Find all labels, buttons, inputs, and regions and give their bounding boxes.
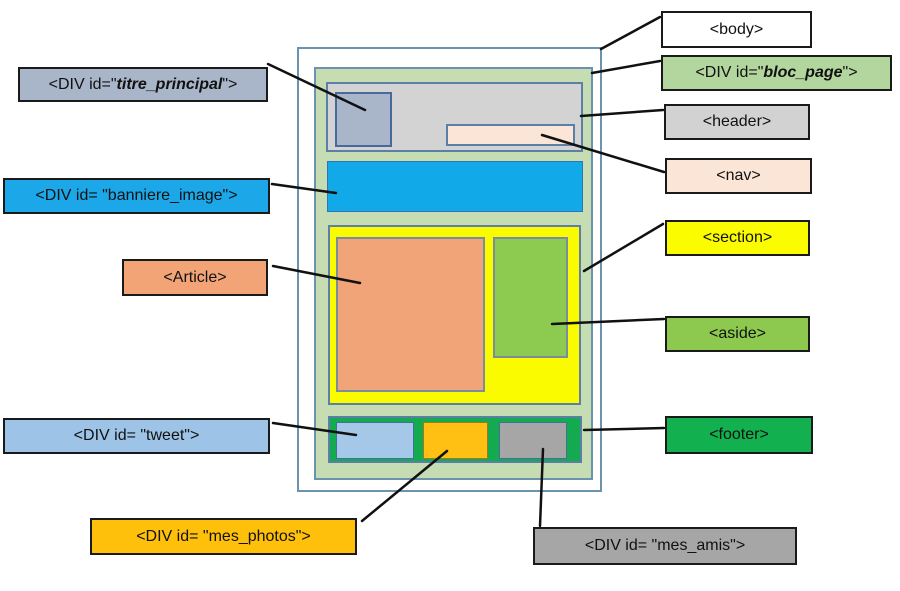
label-aside: <aside> xyxy=(665,316,810,352)
label-titre-principal: <DIV id="titre_principal"> xyxy=(18,67,268,102)
label-body: <body> xyxy=(661,11,812,48)
label-text-emphasis: titre_principal xyxy=(116,75,223,93)
label-text: <DIV id=" xyxy=(695,64,764,81)
label-text-emphasis: bloc_page xyxy=(763,64,843,81)
label-footer: <footer> xyxy=(665,416,813,454)
wireframe-aside-region xyxy=(493,237,568,358)
label-section: <section> xyxy=(665,220,810,256)
label-text: <Article> xyxy=(163,268,227,286)
label-text: <section> xyxy=(702,229,773,246)
label-article: <Article> xyxy=(122,259,268,296)
label-mes-amis: <DIV id= "mes_amis"> xyxy=(533,527,797,565)
wireframe-titre-principal-region xyxy=(335,92,392,147)
wireframe-mes-photos-region xyxy=(423,422,488,459)
wireframe-banniere-image-region xyxy=(327,161,583,212)
leader-line-bloc-page xyxy=(590,59,662,75)
wireframe-article-region xyxy=(336,237,485,392)
label-text: <DIV id=" xyxy=(48,75,117,93)
wireframe-mes-amis-region xyxy=(499,422,567,459)
label-text: <header> xyxy=(702,113,772,130)
label-text: <DIV id= "banniere_image"> xyxy=(35,187,238,204)
label-banniere-image: <DIV id= "banniere_image"> xyxy=(3,178,270,214)
wireframe-nav-region xyxy=(446,124,575,146)
label-text: <footer> xyxy=(709,426,769,443)
label-nav: <nav> xyxy=(665,158,812,194)
label-text: "> xyxy=(842,64,858,81)
label-tweet: <DIV id= "tweet"> xyxy=(3,418,270,454)
label-text: <DIV id= "tweet"> xyxy=(73,427,200,444)
label-bloc-page: <DIV id="bloc_page"> xyxy=(661,55,892,91)
label-text: <DIV id= "mes_photos"> xyxy=(136,527,311,545)
leader-line-body xyxy=(599,15,662,51)
wireframe-tweet-region xyxy=(336,422,414,459)
label-mes-photos: <DIV id= "mes_photos"> xyxy=(90,518,357,555)
label-header: <header> xyxy=(664,104,810,140)
label-text: <aside> xyxy=(709,325,766,342)
label-text: <body> xyxy=(709,20,764,38)
label-text: "> xyxy=(222,75,238,93)
label-text: <nav> xyxy=(716,167,761,184)
label-text: <DIV id= "mes_amis"> xyxy=(584,537,746,554)
